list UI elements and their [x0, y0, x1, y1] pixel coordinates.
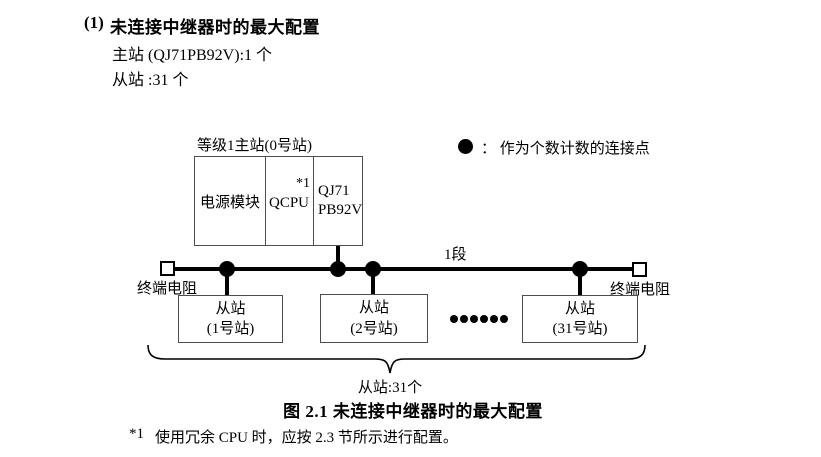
connection-point-slave1-icon [219, 261, 235, 277]
slave-label: 从站 [564, 300, 595, 317]
ellipsis-dots-icon [450, 315, 508, 323]
slave-station-31-box: 从站 (31号站) [522, 295, 638, 343]
slave-number: (2号站) [350, 320, 398, 337]
connection-point-master-icon [330, 261, 346, 277]
terminating-resistor-right-label: 终端电阻 [610, 282, 671, 298]
terminating-resistor-left-icon [160, 261, 175, 276]
terminating-resistor-left-label: 终端电阻 [137, 281, 198, 297]
connection-point-slave31-icon [572, 261, 588, 277]
footnote-text: 使用冗余 CPU 时，应按 2.3 节所示进行配置。 [155, 430, 458, 446]
cpu-cell: *1 QCPU [266, 157, 314, 245]
section-number: (1) [84, 13, 104, 32]
legend-text: ： 作为个数计数的连接点 [481, 141, 650, 157]
footnote-marker: *1 [129, 426, 144, 442]
underbrace [147, 344, 646, 374]
slave-station-2-box: 从站 (2号站) [320, 294, 428, 343]
section-heading: 未连接中继器时的最大配置 [110, 18, 320, 37]
slave-label: 从站 [358, 300, 389, 317]
master-station-box: 电源模块 *1 QCPU QJ71 PB92V [194, 156, 363, 246]
slave-number: (31号站) [552, 321, 608, 337]
cpu-footnote-ref: *1 [296, 176, 310, 191]
connection-point-slave2-icon [365, 261, 381, 277]
legend-connection-point-icon [458, 139, 473, 154]
master-count-text: 主站 (QJ71PB92V):1 个 [112, 47, 273, 64]
slave-station-1-box: 从站 (1号站) [178, 295, 283, 343]
segment-label: 1段 [444, 247, 467, 263]
pb92v-module-cell: QJ71 PB92V [314, 157, 362, 245]
slave-label: 从站 [215, 300, 246, 317]
slave-count-text: 从站 :31 个 [112, 72, 189, 89]
slave1-drop-line [225, 271, 229, 295]
slave31-drop-line [578, 271, 582, 295]
brace-label: 从站:31个 [357, 380, 423, 396]
module-name-line2: PB92V [318, 202, 363, 218]
cpu-label: QCPU [269, 195, 310, 211]
master-station-label: 等级1主站(0号站) [197, 138, 312, 154]
slave2-drop-line [371, 271, 375, 295]
slave-number: (1号站) [206, 321, 255, 337]
power-supply-cell: 电源模块 [195, 157, 266, 245]
module-name-line1: QJ71 [318, 182, 350, 199]
master-drop-line [336, 246, 340, 268]
terminating-resistor-right-icon [632, 262, 647, 277]
bus-line [175, 267, 634, 271]
figure-caption: 图 2.1 未连接中继器时的最大配置 [283, 402, 543, 421]
